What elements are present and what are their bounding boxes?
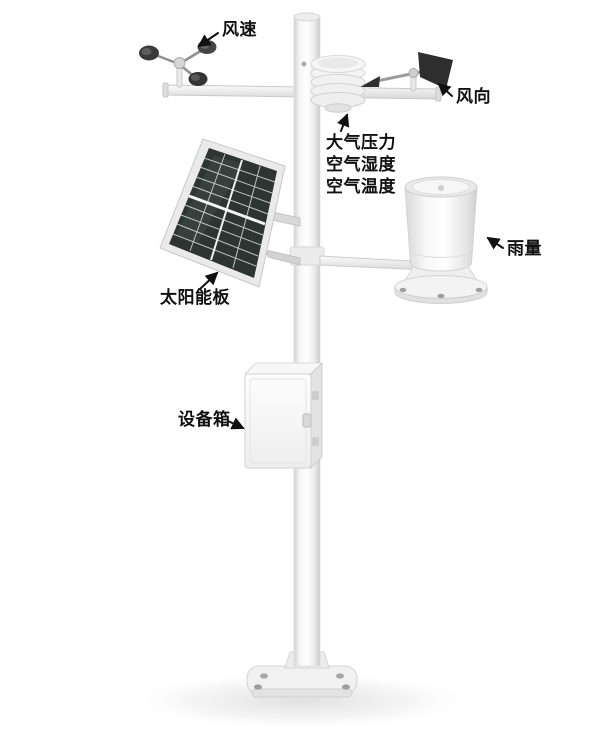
solar-panel	[159, 138, 301, 288]
rainfall-arrow	[486, 236, 504, 250]
wind-speed-arrow	[197, 32, 219, 48]
equipment-box	[243, 361, 324, 470]
label-temperature: 空气温度	[326, 177, 396, 197]
box-hinge	[312, 437, 319, 446]
vane-counterweight	[360, 76, 380, 87]
ground-shadow	[120, 671, 480, 731]
main-pole	[289, 12, 325, 667]
wind-vane	[360, 52, 453, 92]
box-latch	[302, 413, 312, 428]
annotation-arrows	[197, 32, 504, 430]
solar-cell-area	[169, 148, 277, 278]
label-humidity: 空气湿度	[326, 155, 396, 175]
label-wind-direction: 风向	[456, 87, 491, 107]
radiation-shield	[310, 55, 366, 113]
equipment-box-arrow	[227, 417, 245, 430]
base-plate	[246, 651, 358, 698]
label-sensor-group: 大气压力 空气湿度 空气温度	[326, 132, 396, 198]
rain-gauge	[394, 176, 488, 304]
label-pressure: 大气压力	[326, 133, 396, 153]
label-equipment-box: 设备箱	[178, 410, 231, 430]
solar-panel-arrow	[199, 271, 219, 290]
sensor-group-arrow	[337, 113, 350, 132]
vane-fin	[418, 52, 453, 89]
box-hinge	[312, 391, 319, 400]
wind-direction-arrow	[437, 82, 453, 97]
anemometer	[139, 40, 217, 88]
label-wind-speed: 风速	[222, 20, 257, 40]
label-rainfall: 雨量	[507, 239, 542, 259]
label-solar-panel: 太阳能板	[160, 288, 230, 308]
